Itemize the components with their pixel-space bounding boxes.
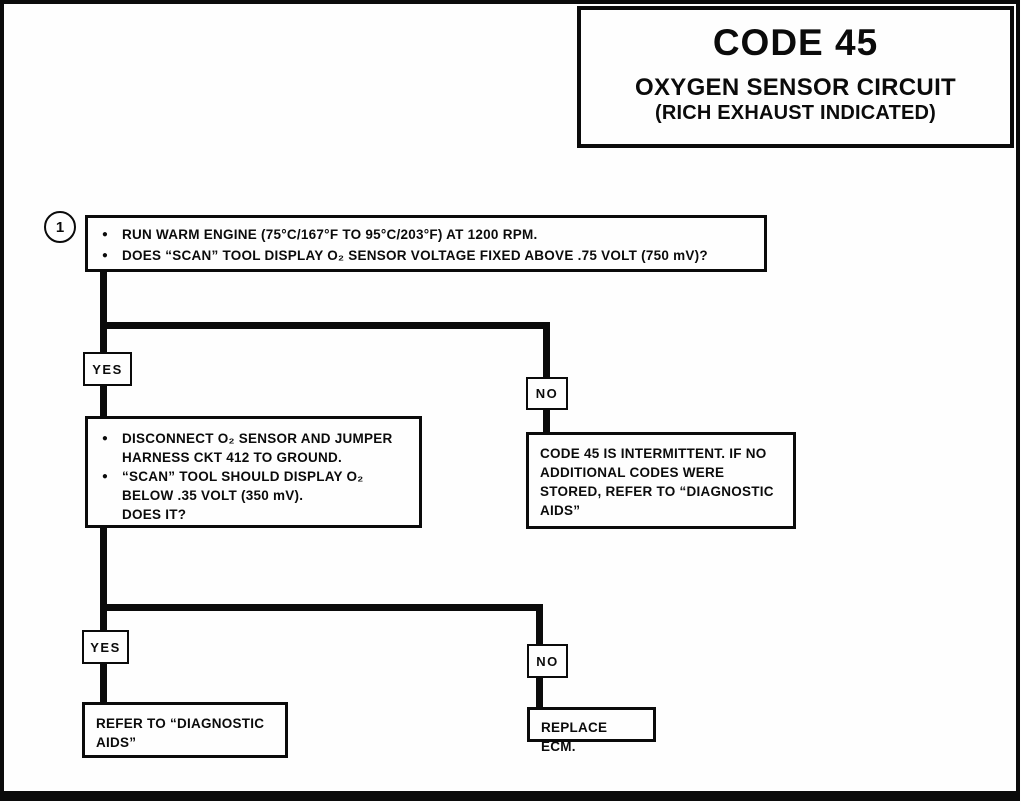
branch2-yes-label: YES <box>82 630 129 664</box>
bullet-icon: ● <box>101 250 109 261</box>
title-box: CODE 45 OXYGEN SENSOR CIRCUIT (RICH EXHA… <box>577 6 1014 148</box>
connector-branch2-horizontal <box>100 604 543 611</box>
branch2-no-label: NO <box>527 644 568 678</box>
connector-branch2-no-down <box>536 604 543 646</box>
step2-box: ● DISCONNECT O₂ SENSOR AND JUMPER HARNES… <box>85 416 422 528</box>
step-marker-number: 1 <box>55 218 65 236</box>
no1-result-box: CODE 45 IS INTERMITTENT. IF NO ADDITIONA… <box>526 432 796 529</box>
step1-bullet-1: ● RUN WARM ENGINE (75°C/167°F TO 95°C/20… <box>88 224 756 245</box>
step1-bullet-2: ● DOES “SCAN” TOOL DISPLAY O₂ SENSOR VOL… <box>88 245 756 266</box>
connector-no2-down <box>536 677 543 709</box>
step2-bullet-2: ● “SCAN” TOOL SHOULD DISPLAY O₂ BELOW .3… <box>88 467 413 524</box>
connector-yes2-down <box>100 663 107 704</box>
circuit-title: OXYGEN SENSOR CIRCUIT <box>634 74 956 101</box>
step1-box: ● RUN WARM ENGINE (75°C/167°F TO 95°C/20… <box>85 215 767 272</box>
step2-bullet-1: ● DISCONNECT O₂ SENSOR AND JUMPER HARNES… <box>88 429 413 467</box>
yes2-result-box: REFER TO “DIAGNOSTIC AIDS” <box>82 702 288 758</box>
branch1-no-label: NO <box>526 377 568 410</box>
step2-bullet-2-text: “SCAN” TOOL SHOULD DISPLAY O₂ BELOW .35 … <box>122 469 364 522</box>
bullet-icon: ● <box>101 229 109 240</box>
code-title: CODE 45 <box>712 22 879 63</box>
no2-result-box: REPLACE ECM. <box>527 707 656 754</box>
step-marker-circle: 1 <box>44 211 76 243</box>
step1-bullet-1-text: RUN WARM ENGINE (75°C/167°F TO 95°C/203°… <box>122 227 538 242</box>
step2-bullet-1-text: DISCONNECT O₂ SENSOR AND JUMPER HARNESS … <box>122 431 393 465</box>
connector-step1-down <box>100 270 107 354</box>
branch1-yes-label: YES <box>83 352 132 386</box>
step1-bullet-2-text: DOES “SCAN” TOOL DISPLAY O₂ SENSOR VOLTA… <box>122 248 708 263</box>
connector-step2-down <box>100 527 107 632</box>
connector-no1-down <box>543 409 550 434</box>
connector-branch1-no-down <box>543 322 550 379</box>
connector-yes1-down <box>100 385 107 417</box>
bullet-icon: ● <box>101 433 109 444</box>
circuit-subtitle: (RICH EXHAUST INDICATED) <box>654 102 937 124</box>
connector-branch1-horizontal <box>100 322 550 329</box>
bullet-icon: ● <box>101 471 109 482</box>
